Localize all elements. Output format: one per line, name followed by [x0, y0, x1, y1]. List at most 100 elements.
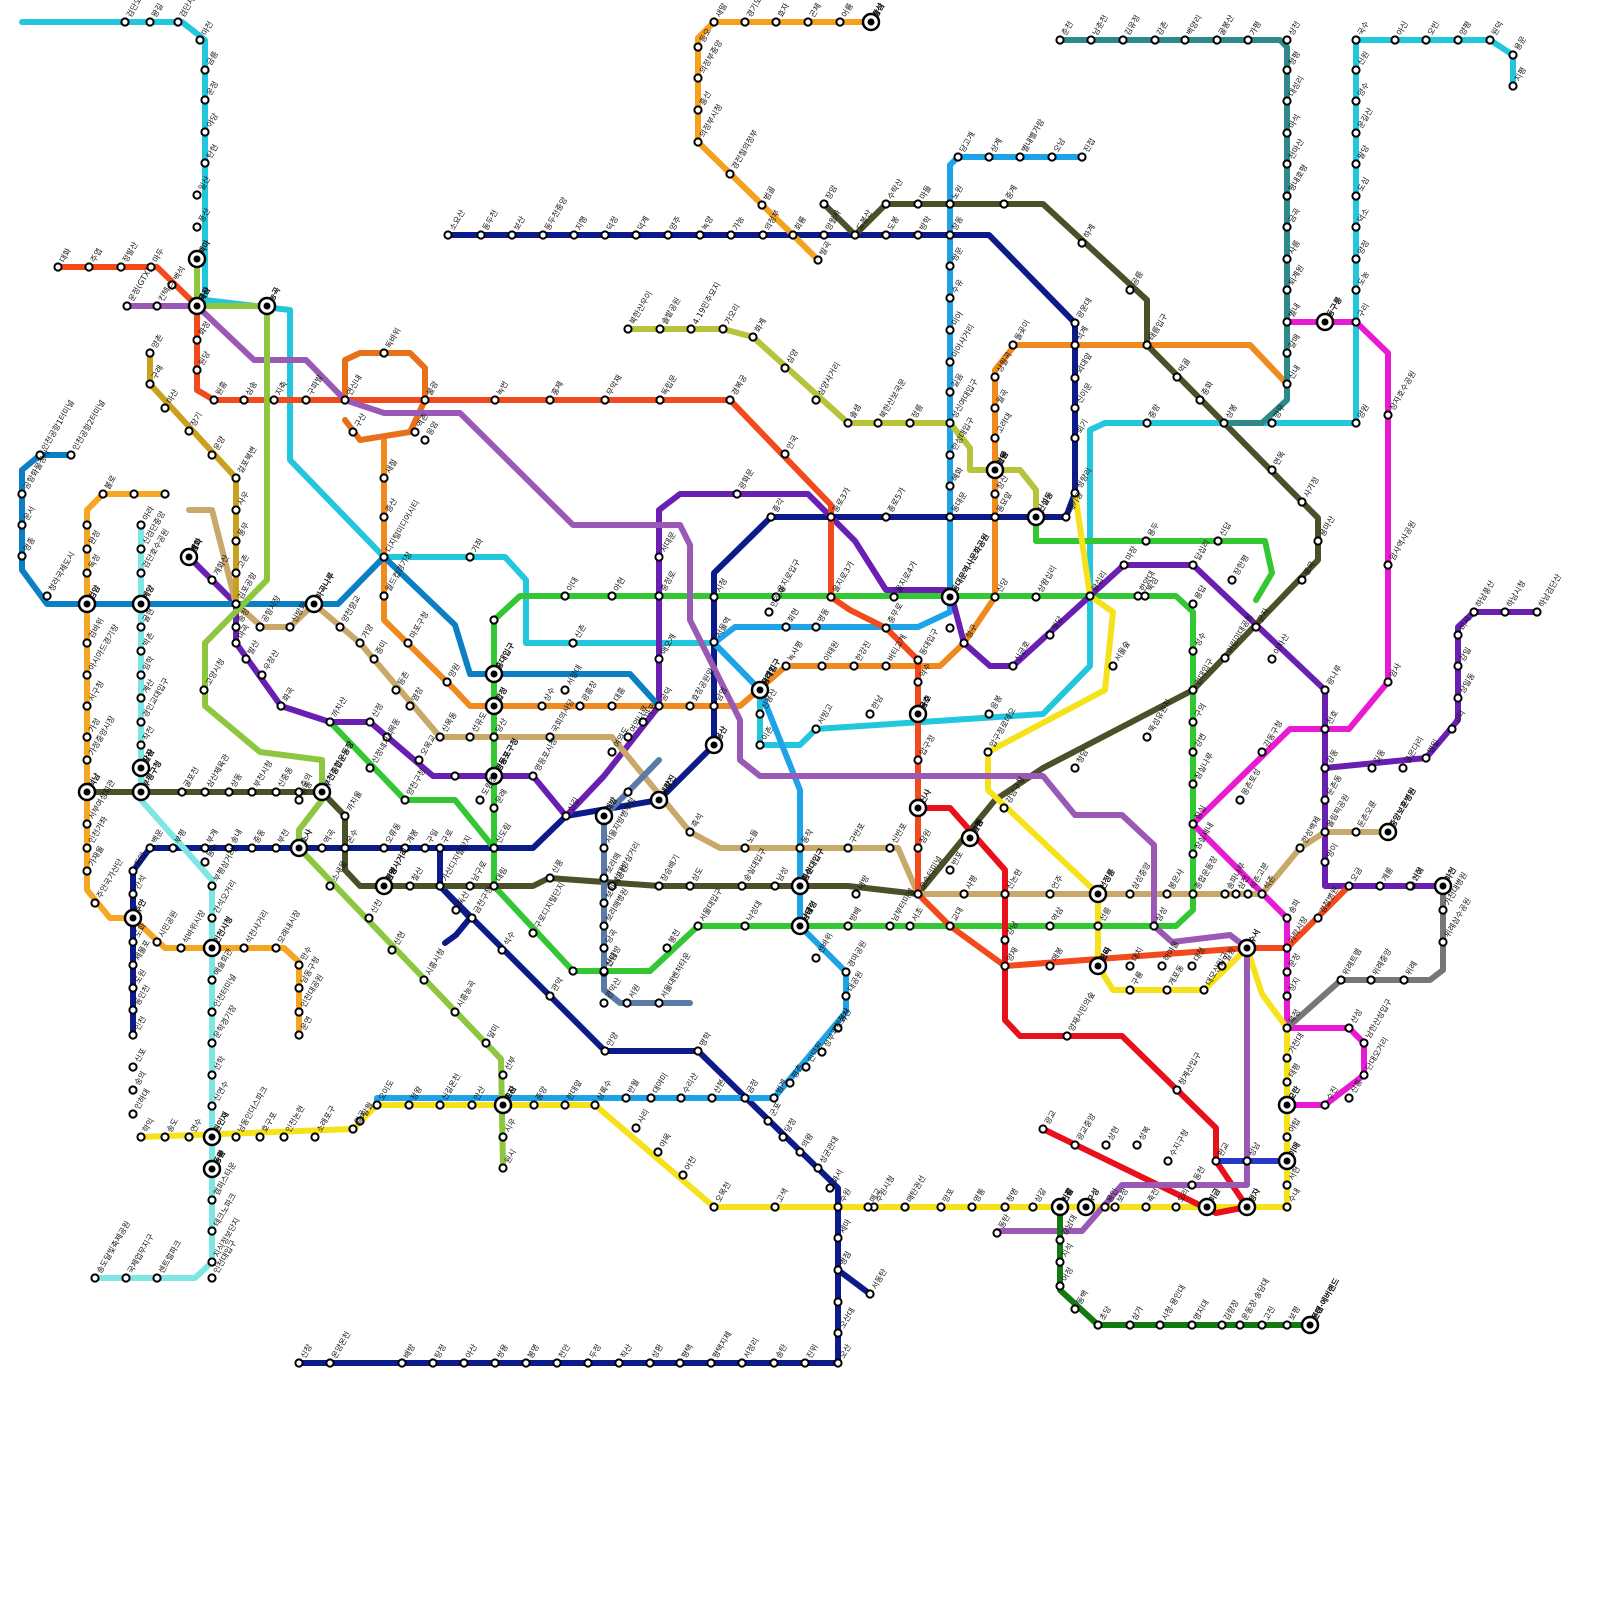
station-marker[interactable] [1321, 1101, 1328, 1108]
station-marker[interactable] [694, 922, 701, 929]
station-marker[interactable] [719, 325, 726, 332]
station-marker[interactable] [499, 1133, 506, 1140]
station-marker[interactable] [991, 373, 998, 380]
station-marker[interactable] [864, 1203, 871, 1210]
station-marker[interactable] [491, 396, 498, 403]
station-marker[interactable] [844, 844, 851, 851]
station-marker[interactable] [1009, 662, 1016, 669]
station-marker[interactable] [1189, 600, 1196, 607]
station-marker[interactable] [1189, 686, 1196, 693]
station-marker[interactable] [1345, 1024, 1352, 1031]
station-marker[interactable] [834, 1234, 841, 1241]
station-marker[interactable] [1439, 906, 1446, 913]
station-marker[interactable] [498, 946, 505, 953]
station-marker[interactable] [208, 576, 215, 583]
station-marker[interactable] [18, 521, 25, 528]
station-marker[interactable] [277, 702, 284, 709]
station-marker[interactable] [270, 396, 277, 403]
station-marker[interactable] [421, 436, 428, 443]
station-marker[interactable] [600, 899, 607, 906]
station-marker[interactable] [411, 428, 418, 435]
station-marker[interactable] [1062, 513, 1069, 520]
station-marker[interactable] [1400, 976, 1407, 983]
station-marker[interactable] [546, 992, 553, 999]
station-marker[interactable] [1188, 1181, 1195, 1188]
station-marker[interactable] [210, 396, 217, 403]
station-marker[interactable] [1509, 51, 1516, 58]
station-marker[interactable] [834, 1298, 841, 1305]
station-marker[interactable] [129, 961, 136, 968]
station-marker[interactable] [985, 710, 992, 717]
station-marker[interactable] [1321, 764, 1328, 771]
station-marker[interactable] [686, 882, 693, 889]
station-marker[interactable] [1016, 153, 1023, 160]
station-marker[interactable] [844, 922, 851, 929]
station-marker[interactable] [1056, 36, 1063, 43]
station-marker[interactable] [694, 43, 701, 50]
station-marker[interactable] [733, 490, 740, 497]
station-marker[interactable] [1142, 1203, 1149, 1210]
station-marker[interactable] [1321, 686, 1328, 693]
station-marker[interactable] [1189, 820, 1196, 827]
station-marker[interactable] [208, 976, 215, 983]
station-marker[interactable] [1321, 725, 1328, 732]
station-marker[interactable] [1221, 890, 1228, 897]
station-marker[interactable] [1164, 1157, 1171, 1164]
station-marker[interactable] [232, 537, 239, 544]
station-marker[interactable] [1268, 655, 1275, 662]
station-marker[interactable] [137, 569, 144, 576]
station-marker[interactable] [200, 686, 207, 693]
station-marker[interactable] [466, 733, 473, 740]
station-marker[interactable] [812, 396, 819, 403]
station-marker[interactable] [1189, 850, 1196, 857]
station-marker[interactable] [1352, 318, 1359, 325]
station-marker[interactable] [561, 592, 568, 599]
station-marker[interactable] [946, 231, 953, 238]
station-marker[interactable] [1352, 223, 1359, 230]
station-marker[interactable] [153, 938, 160, 945]
station-marker[interactable] [451, 1008, 458, 1015]
station-marker[interactable] [1345, 1094, 1352, 1101]
station-marker[interactable] [146, 18, 153, 25]
station-marker[interactable] [1173, 373, 1180, 380]
station-marker[interactable] [676, 1359, 683, 1366]
station-marker[interactable] [83, 756, 90, 763]
station-marker[interactable] [137, 545, 144, 552]
station-marker[interactable] [1298, 576, 1305, 583]
station-marker[interactable] [826, 1184, 833, 1191]
station-marker[interactable] [341, 396, 348, 403]
station-marker[interactable] [1056, 1258, 1063, 1265]
station-marker[interactable] [1454, 662, 1461, 669]
station-marker[interactable] [946, 262, 953, 269]
station-marker[interactable] [1189, 890, 1196, 897]
station-marker[interactable] [178, 788, 185, 795]
station-marker[interactable] [242, 655, 249, 662]
station-marker[interactable] [1360, 1071, 1367, 1078]
station-marker[interactable] [1158, 962, 1165, 969]
station-marker[interactable] [946, 513, 953, 520]
station-marker[interactable] [1111, 1203, 1118, 1210]
station-marker[interactable] [466, 882, 473, 889]
station-marker[interactable] [295, 796, 302, 803]
station-marker[interactable] [121, 18, 128, 25]
station-marker[interactable] [256, 623, 263, 630]
station-marker[interactable] [1283, 349, 1290, 356]
station-marker[interactable] [129, 1006, 136, 1013]
station-marker[interactable] [804, 18, 811, 25]
station-marker[interactable] [43, 592, 50, 599]
station-marker[interactable] [295, 1031, 302, 1038]
station-marker[interactable] [886, 922, 893, 929]
station-marker[interactable] [404, 639, 411, 646]
station-marker[interactable] [380, 553, 387, 560]
station-marker[interactable] [1422, 36, 1429, 43]
station-marker[interactable] [1439, 938, 1446, 945]
station-marker[interactable] [177, 944, 184, 951]
station-marker[interactable] [1151, 36, 1158, 43]
station-marker[interactable] [1376, 882, 1383, 889]
station-marker[interactable] [137, 623, 144, 630]
station-marker[interactable] [882, 200, 889, 207]
station-marker[interactable] [1071, 434, 1078, 441]
station-marker[interactable] [295, 961, 302, 968]
station-marker[interactable] [600, 874, 607, 881]
station-marker[interactable] [436, 844, 443, 851]
